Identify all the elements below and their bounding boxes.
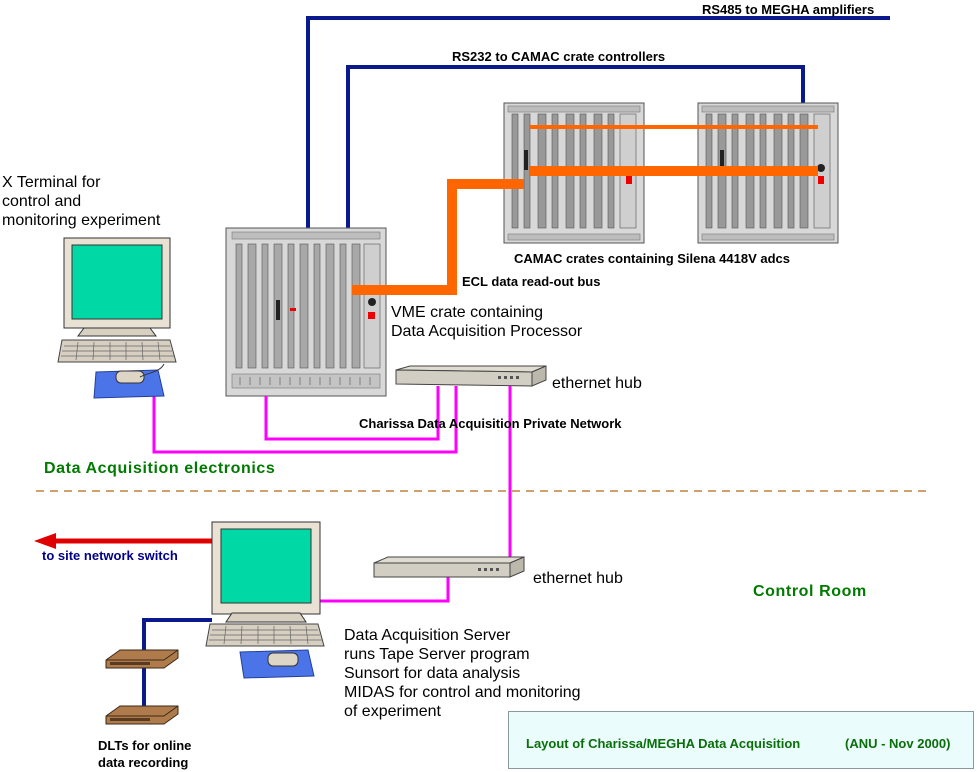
ethernet-hub-bottom-label: ethernet hub (533, 570, 623, 587)
dlts-label: DLTs for online data recording (98, 738, 192, 770)
rs-serial-lines (306, 16, 890, 232)
ecl-readout-bus (352, 125, 818, 295)
server-label: Data Acquisition Server runs Tape Server… (344, 627, 581, 720)
private-network-cabling (152, 370, 512, 603)
site-switch-label: to site network switch (42, 548, 178, 563)
dlt-tape-drive-icon (105, 705, 179, 725)
vme-crate-icon (225, 227, 387, 397)
x-terminal-icon (57, 237, 177, 399)
x-terminal-label: X Terminal for control and monitoring ex… (2, 174, 161, 229)
ecl-bus-label: ECL data read-out bus (462, 274, 601, 289)
server-workstation-icon (205, 521, 325, 679)
section-control-room-title: Control Room (753, 583, 867, 600)
ethernet-hub-icon (395, 365, 547, 387)
caption-title: Layout of Charissa/MEGHA Data Acquisitio… (526, 736, 801, 751)
section-electronics-title: Data Acquisition electronics (44, 460, 276, 477)
ethernet-hub-top-label: ethernet hub (552, 375, 642, 392)
vme-crate-label: VME crate containing Data Acquisition Pr… (391, 304, 583, 340)
private-network-label: Charissa Data Acquisition Private Networ… (359, 416, 622, 431)
ethernet-hub-icon (373, 556, 525, 578)
rs232-label: RS232 to CAMAC crate controllers (452, 49, 666, 64)
caption-credit: (ANU - Nov 2000) (845, 736, 951, 751)
arrow-left-icon (34, 533, 212, 549)
camac-crates-label: CAMAC crates containing Silena 4418V adc… (514, 251, 790, 266)
caption-box: Layout of Charissa/MEGHA Data Acquisitio… (508, 711, 974, 769)
rs485-label: RS485 to MEGHA amplifiers (702, 2, 875, 17)
scsi-cable (142, 618, 212, 712)
dlt-tape-drive-icon (105, 649, 179, 669)
